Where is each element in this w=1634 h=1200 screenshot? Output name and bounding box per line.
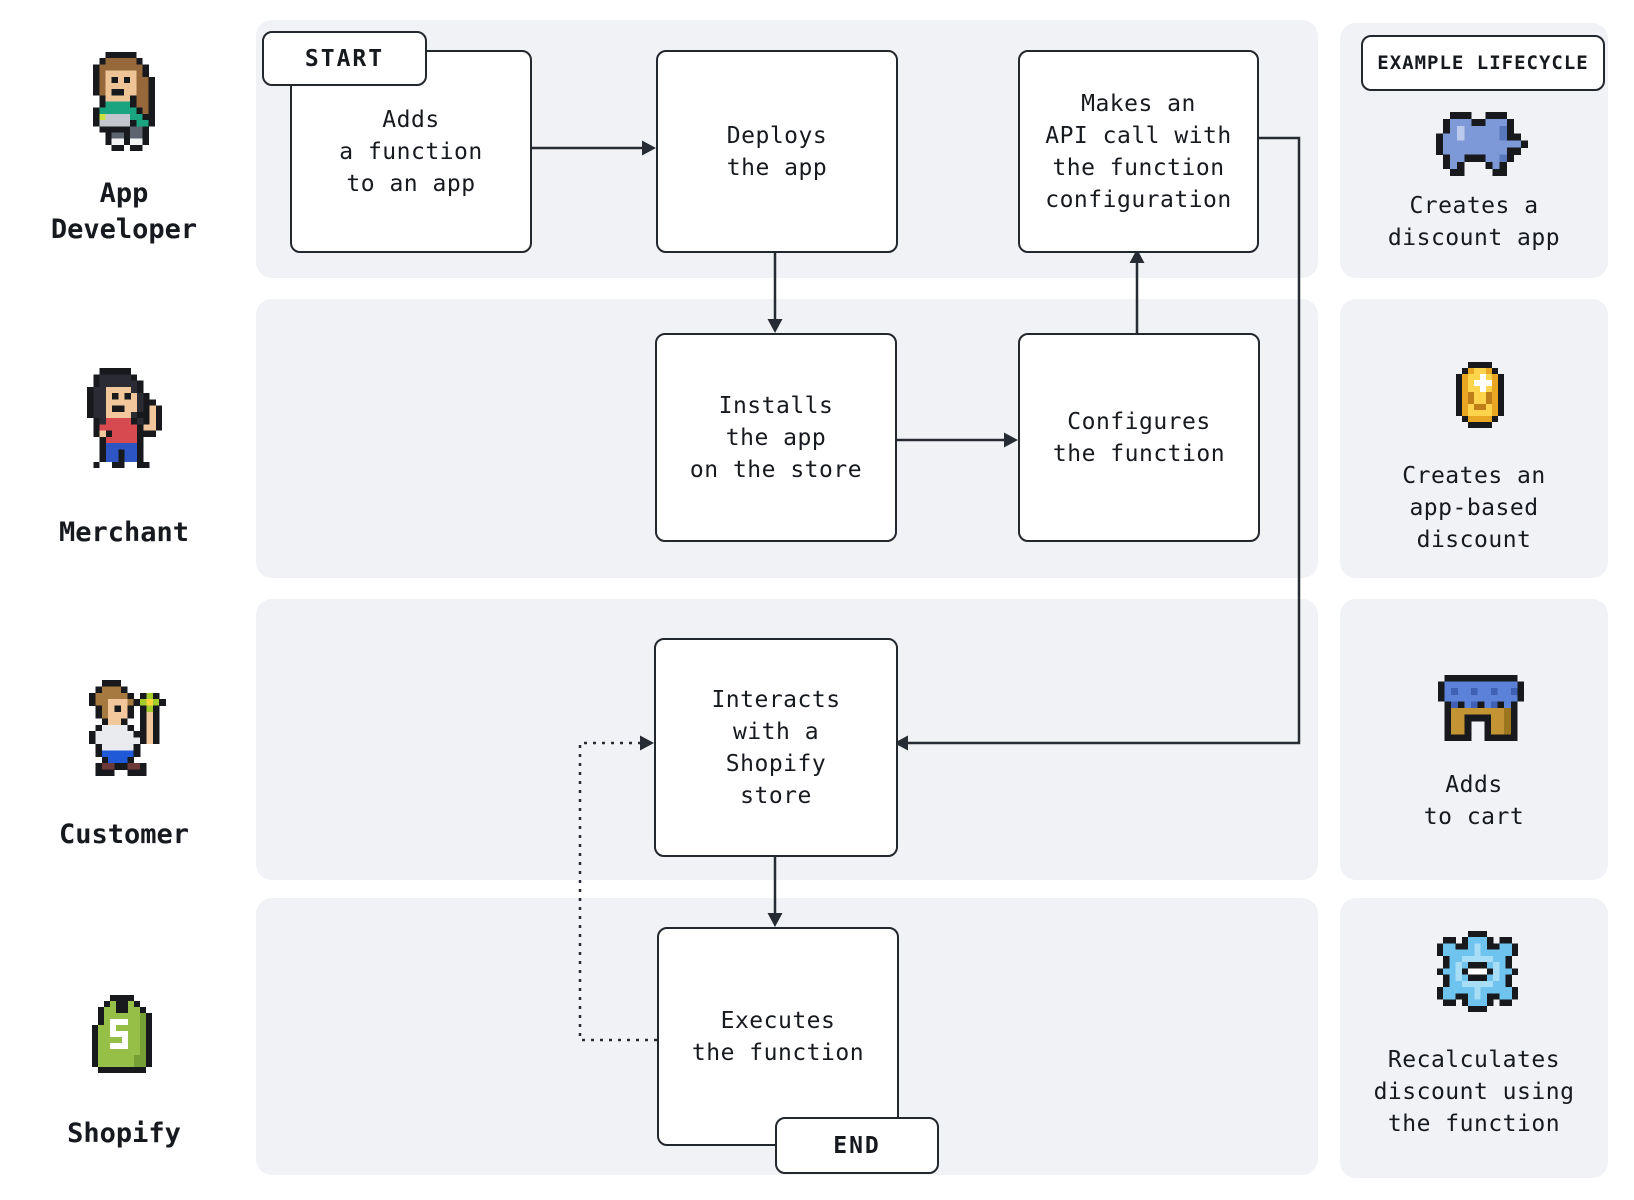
actor-label-app-developer: App Developer (50, 178, 198, 245)
app-developer-sprite-icon (93, 52, 156, 151)
lifecycle-item-text: Recalculates discount using the function (1373, 1047, 1575, 1137)
start-badge: START (262, 31, 427, 86)
flow-box-deploys-app: Deploys the app (656, 50, 898, 253)
lifecycle-item-text: Creates an app-based discount (1402, 463, 1546, 553)
shopify-bag-icon (92, 995, 153, 1073)
lifecycle-item-text: Creates a discount app (1387, 193, 1561, 251)
gear-icon (1437, 931, 1518, 1012)
actor-label-customer: Customer (58, 819, 190, 850)
coin-icon (1456, 362, 1504, 428)
example-lifecycle-header: EXAMPLE LIFECYCLE (1361, 35, 1605, 91)
actor-label-merchant: Merchant (58, 517, 190, 548)
puzzle-icon (1436, 112, 1528, 176)
storefront-icon (1438, 675, 1524, 741)
flow-box-interacts-store: Interacts with a Shopify store (654, 638, 898, 857)
lifecycle-card-merchant (1340, 299, 1608, 578)
merchant-sprite-icon (87, 368, 162, 468)
actor-label-shopify: Shopify (67, 1118, 181, 1149)
lifecycle-card-customer (1340, 599, 1608, 880)
lifecycle-item-text: Adds to cart (1423, 772, 1525, 830)
flow-box-executes-function: Executes the function (657, 927, 899, 1146)
end-badge: END (775, 1117, 939, 1174)
flow-box-installs-app: Installs the app on the store (655, 333, 897, 542)
flow-box-api-call: Makes an API call with the function conf… (1018, 50, 1259, 253)
flow-box-configures-function: Configures the function (1018, 333, 1260, 542)
customer-sprite-icon (89, 680, 166, 776)
